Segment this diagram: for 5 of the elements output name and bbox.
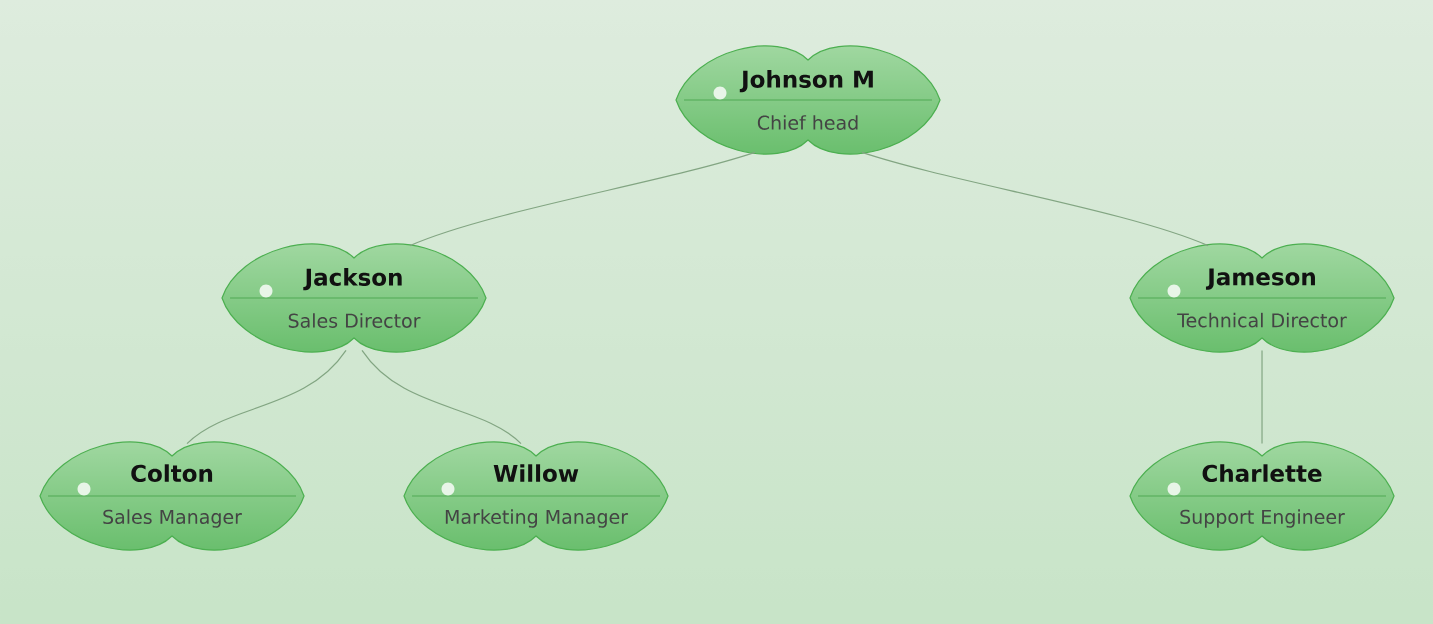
connector-line [861,151,1209,247]
connector-line [361,349,522,445]
connector-line [186,349,347,445]
connector-line [409,151,756,247]
connector-line [1261,349,1263,445]
